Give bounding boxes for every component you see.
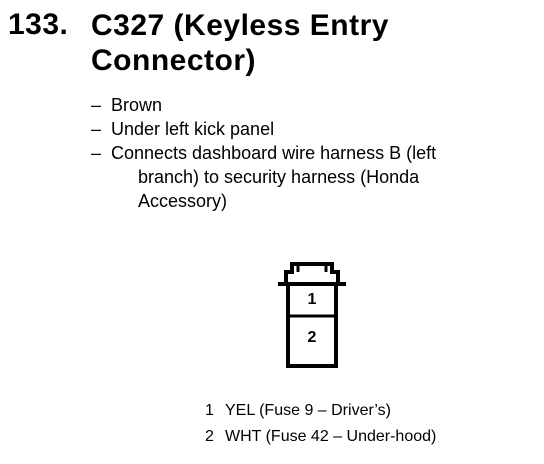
page-title: C327 (Keyless Entry Connector) [91, 8, 511, 79]
dash-bullet: – [91, 142, 102, 163]
cavity-label-2: 2 [308, 329, 317, 346]
cavity-label-1: 1 [308, 291, 317, 308]
detail-text: Under left kick panel [111, 118, 275, 139]
connector-lock-notch [296, 264, 328, 272]
pin-assignment-list: 1 YEL (Fuse 9 – Driver’s) 2 WHT (Fuse 42 –… [205, 398, 436, 449]
detail-text: Brown [111, 95, 163, 115]
title-line-2: Connector) [91, 44, 256, 78]
pin-description: YEL (Fuse 9 – Driver’s) [225, 402, 391, 419]
detail-location: – Under left kick panel [91, 118, 531, 142]
detail-connection: – Connects dashboard wire harness B (lef… [91, 142, 531, 214]
detail-text-line-3: Accessory) [138, 190, 228, 211]
connector-details-list: – Brown – Under left kick panel – Connec… [91, 94, 531, 214]
section-number: 133. [8, 8, 69, 41]
pin-description: WHT (Fuse 42 – Under-hood) [225, 427, 437, 445]
title-line-1: C327 (Keyless Entry [91, 9, 389, 42]
detail-color: – Brown [91, 94, 531, 118]
connector-face-diagram: 1 2 [278, 262, 346, 368]
connector-lock-tab [284, 262, 340, 284]
dash-bullet: – [91, 118, 102, 139]
pin-row: 1 YEL (Fuse 9 – Driver’s) [205, 398, 436, 424]
pin-number: 1 [205, 402, 214, 419]
detail-text-line-1: Connects dashboard wire harness B (left [111, 142, 437, 163]
pin-row: 2 WHT (Fuse 42 – Under-hood) [205, 424, 436, 450]
pin-number: 2 [205, 427, 214, 445]
detail-text-line-2: branch) to security harness (Honda [138, 166, 420, 187]
dash-bullet: – [91, 95, 102, 115]
